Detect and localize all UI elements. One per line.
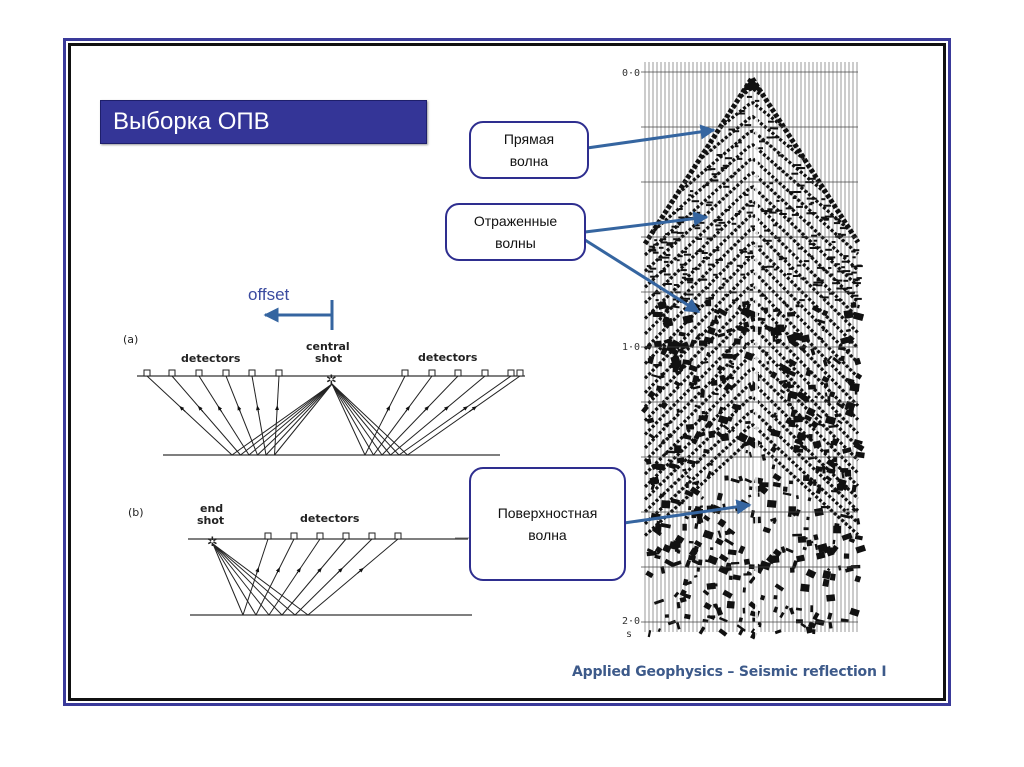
detector-icon	[342, 532, 350, 540]
seismic-events	[641, 73, 867, 678]
detector-icon	[168, 369, 176, 377]
callout-direct-line2: волна	[509, 153, 549, 169]
time-tick-0: 0·0	[622, 68, 640, 79]
ray-arrow-icon	[197, 405, 204, 412]
detector-icon	[507, 369, 515, 377]
slide-frame-outer	[63, 38, 951, 706]
ray-arrow-icon	[256, 405, 261, 412]
ray-arrow-icon	[386, 405, 391, 412]
panel-a-label: (a)	[123, 333, 138, 346]
detector-icon	[195, 369, 203, 377]
title-banner: Выборка ОПВ	[100, 100, 427, 144]
slide-title: Выборка ОПВ	[113, 108, 270, 135]
slide-footer: Applied Geophysics – Seismic reflection …	[572, 664, 887, 680]
detectors-right-label: detectors	[418, 351, 478, 364]
direct-wave-arrow	[586, 124, 716, 150]
shot-star-icon: ✲	[207, 535, 218, 550]
time-unit: s	[626, 629, 632, 640]
time-gridlines	[641, 71, 858, 623]
ray-arrow-icon	[423, 405, 430, 412]
detector-icon	[290, 532, 298, 540]
detector-icon	[222, 369, 230, 377]
callout-reflected-waves: Отраженные волны	[445, 203, 586, 261]
ray-arrow-icon	[179, 405, 186, 412]
detector-icon	[368, 532, 376, 540]
reflected-wave-arrow-1	[584, 211, 709, 234]
diagram-central-shot: (a) detectors central shot detectors ✲	[123, 333, 525, 456]
callout-direct-wave: Прямая волна	[469, 121, 589, 179]
ray-arrow-icon	[296, 567, 301, 574]
ray-arrow-icon	[255, 567, 260, 574]
time-tick-2: 2·0	[622, 616, 640, 627]
ray-arrow-icon	[275, 567, 280, 574]
shot-label: shot	[315, 352, 342, 365]
detector-icon	[275, 369, 283, 377]
detectors-label-b: detectors	[300, 512, 360, 525]
callout-direct-line1: Прямая	[503, 131, 555, 147]
time-tick-1: 1·0	[622, 342, 640, 353]
detector-icon	[454, 369, 462, 377]
ray-arrow-icon	[357, 567, 364, 574]
detector-icon	[428, 369, 436, 377]
callout-reflected-line1: Отраженные	[473, 213, 558, 229]
offset-label: offset	[248, 285, 290, 304]
panel-b-label: (b)	[128, 506, 144, 519]
seismic-shot-gather: 0·0 1·0 2·0 s	[622, 60, 867, 678]
ray-arrow-icon	[237, 405, 242, 412]
detector-icon	[401, 369, 409, 377]
detector-icon	[316, 532, 324, 540]
ray-arrow-icon	[469, 406, 478, 412]
detector-icon	[264, 532, 272, 540]
surface-wave-arrow	[623, 499, 752, 525]
detector-icon	[394, 532, 402, 540]
detector-icon	[516, 369, 524, 377]
ray-arrow-icon	[217, 405, 223, 412]
end-label: end	[200, 502, 223, 515]
ray-arrow-icon	[460, 406, 469, 412]
ray-arrow-icon	[336, 567, 343, 574]
detector-icon	[248, 369, 256, 377]
callout-surface-line1: Поверхностная	[497, 505, 598, 521]
detector-icon	[143, 369, 151, 377]
callout-surface-wave: Поверхностная волна	[469, 467, 626, 581]
shot-star-icon: ✲	[326, 373, 337, 388]
callout-surface-line2: волна	[528, 527, 567, 543]
offset-indicator	[263, 300, 334, 330]
reflected-wave-arrow-2	[584, 238, 701, 314]
ray-arrow-icon	[405, 405, 411, 412]
shot-label-b: shot	[197, 514, 224, 527]
detectors-left-label: detectors	[181, 352, 241, 365]
central-label: central	[306, 340, 350, 353]
ray-arrow-icon	[316, 567, 323, 574]
diagram-end-shot: (b) end shot detectors ✲	[128, 502, 472, 616]
detector-icon	[481, 369, 489, 377]
ray-arrow-icon	[442, 405, 450, 412]
callout-reflected-line2: волны	[495, 235, 536, 251]
